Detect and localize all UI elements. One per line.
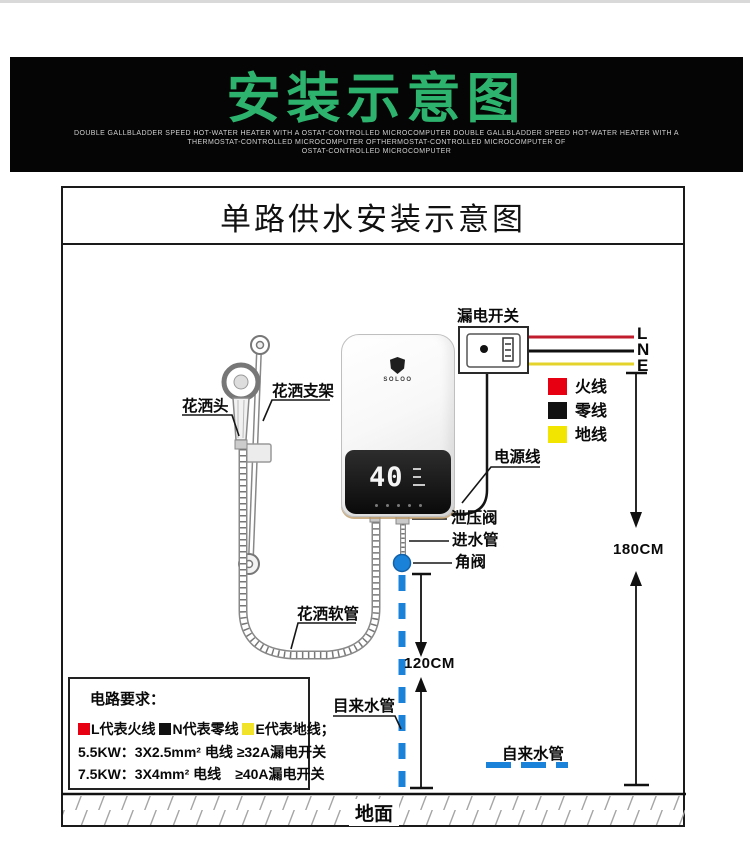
power-cord	[451, 373, 489, 516]
label-angle-valve: 角阀	[455, 554, 487, 571]
banner-subtitle-line2: THERMOSTAT-CONTROLLED MICROCOMPUTER OFTH…	[187, 139, 566, 146]
req-label-earth: E代表地线；	[255, 721, 335, 737]
banner-subtitle-line1: DOUBLE GALLBLADDER SPEED HOT-WATER HEATE…	[74, 130, 679, 137]
heater-control-panel: 40	[345, 450, 451, 514]
req-swatch-neutral	[159, 723, 172, 735]
label-power-cord: 电源线	[494, 449, 541, 466]
leader-lines	[182, 399, 540, 730]
label-relief-valve: 泄压阀	[451, 510, 498, 527]
label-inlet-main: 目来水管	[333, 698, 396, 715]
circuit-requirements-box: 电路要求： L代表火线 N代表零线 E代表地线； 5.5KW：3X2.5mm² …	[68, 677, 335, 790]
legend-label-live: 火线	[575, 379, 608, 396]
ground-label: 地面	[349, 799, 400, 826]
label-leakage-switch: 漏电开关	[457, 308, 520, 325]
label-shower-hose: 花洒软管	[297, 606, 360, 623]
requirements-line-75kw: 7.5KW：3X4mm² 电线 ≥40A漏电开关	[78, 766, 325, 782]
banner: 安装示意图 DOUBLE GALLBLADDER SPEED HOT-WATER…	[10, 57, 743, 172]
banner-title: 安装示意图	[226, 69, 527, 129]
water-heater: SOLOO 40	[341, 334, 455, 517]
leakage-switch-icon	[458, 326, 529, 374]
angle-valve-icon	[392, 553, 412, 573]
temperature-display: 40	[369, 462, 404, 493]
legend-swatch-live	[548, 378, 567, 395]
brand-name: SOLOO	[383, 377, 413, 383]
dimension-label-180cm: 180CM	[613, 541, 664, 558]
req-label-neutral: N代表零线	[172, 721, 239, 737]
terminal-l: L	[637, 324, 648, 343]
label-inlet-pipe: 进水管	[452, 532, 499, 549]
req-swatch-live	[78, 723, 90, 735]
banner-subtitle-line3: OSTAT-CONTROLLED MICROCOMPUTER	[301, 148, 452, 155]
label-tap-water: 自来水管	[502, 746, 565, 763]
requirements-legend: L代表火线 N代表零线 E代表地线；	[78, 719, 335, 739]
display-indicator	[413, 476, 421, 478]
requirements-line-55kw: 5.5KW：3X2.5mm² 电线 ≥32A漏电开关	[78, 744, 327, 760]
label-shower-head: 花洒头	[182, 398, 229, 415]
terminal-n: N	[637, 340, 650, 359]
req-label-live: L代表火线	[91, 721, 156, 737]
legend-swatch-neutral	[548, 402, 567, 419]
diagram-title-divider	[62, 243, 684, 245]
requirements-title: 电路要求：	[90, 691, 166, 708]
dimension-180cm	[624, 371, 649, 787]
req-swatch-earth	[242, 723, 255, 735]
legend-label-neutral: 零线	[575, 403, 608, 420]
shower-hose	[238, 449, 381, 660]
display-indicator	[413, 468, 421, 470]
page-top-divider	[0, 0, 750, 3]
touch-buttons	[345, 504, 451, 507]
diagram-title: 单路供水安装示意图	[220, 202, 526, 237]
wire-lines	[529, 335, 634, 366]
dimension-label-120cm: 120CM	[404, 655, 455, 672]
brand-shield-icon	[390, 357, 405, 374]
terminal-e: E	[637, 356, 649, 375]
display-indicator	[413, 484, 425, 486]
legend-swatch-earth	[548, 426, 567, 443]
label-shower-bracket: 花洒支架	[272, 383, 335, 400]
legend-label-earth: 地线	[575, 427, 608, 444]
dimension-120cm	[410, 572, 433, 790]
